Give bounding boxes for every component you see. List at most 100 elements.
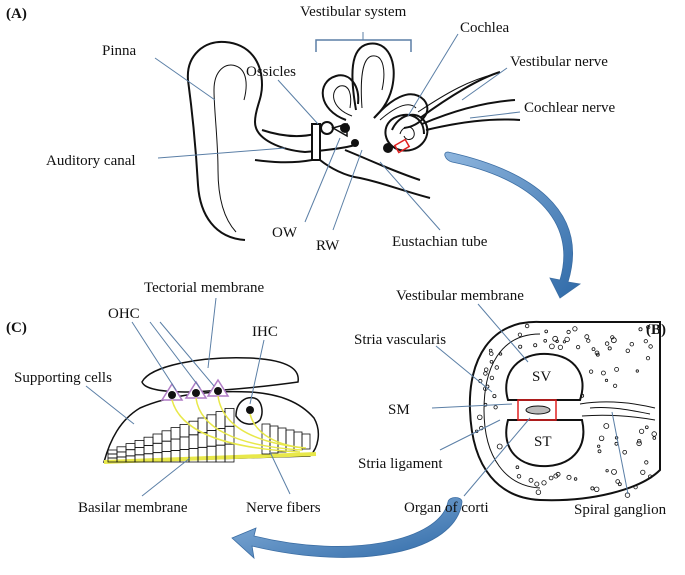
bone-dot	[610, 335, 615, 340]
bone-dot	[614, 441, 619, 446]
bone-dot	[580, 393, 585, 398]
label-eustachian-tube: Eustachian tube	[392, 234, 488, 250]
bone-dot	[489, 359, 494, 364]
bone-dot	[494, 365, 499, 370]
bone-dot	[517, 332, 523, 337]
auditory-canal-shape	[254, 159, 313, 164]
highlight-box-a	[393, 138, 411, 154]
bone-texture	[475, 323, 657, 498]
bone-dot	[562, 340, 567, 344]
organ-of-corti-shape	[525, 405, 551, 415]
bone-dot	[645, 356, 651, 361]
bone-dot	[597, 449, 602, 454]
bone-dot	[586, 338, 591, 343]
bone-dot	[584, 334, 590, 340]
bone-dot	[648, 344, 653, 349]
bone-dot	[604, 341, 610, 346]
eardrum	[311, 123, 321, 161]
bone-dot	[564, 336, 570, 343]
bone-dot	[617, 482, 622, 487]
bone-dot	[489, 351, 494, 356]
bone-dot	[591, 347, 596, 352]
supporting-cell	[301, 433, 311, 450]
cochlear-duct-outline	[468, 320, 661, 502]
label-sv: SV	[532, 369, 551, 385]
bone-dot	[543, 338, 547, 343]
bone-dot	[615, 479, 620, 484]
bone-dot	[644, 460, 649, 465]
bone-dot	[643, 339, 648, 344]
label-ow: OW	[272, 225, 298, 241]
label-cochlear-nerve: Cochlear nerve	[524, 100, 616, 116]
label-vestibular-nerve: Vestibular nerve	[510, 54, 608, 70]
bone-dot	[598, 435, 605, 441]
bone-dot	[652, 436, 657, 440]
bone-dot	[607, 346, 612, 351]
bone-dot	[553, 473, 559, 479]
semicircular-canals	[321, 42, 429, 129]
bone-dot	[635, 369, 639, 373]
scala-vestibuli	[505, 352, 584, 401]
bone-dot	[629, 342, 634, 347]
bone-dot	[533, 343, 538, 348]
supporting-cell	[224, 443, 235, 463]
label-nerve-fibers: Nerve fibers	[246, 500, 321, 516]
label-spiral-ganglion: Spiral ganglion	[574, 502, 667, 518]
bone-dot	[595, 352, 600, 357]
bone-dot	[492, 394, 497, 399]
label-cochlea: Cochlea	[460, 20, 509, 36]
label-stria-vascularis: Stria vascularis	[354, 332, 446, 348]
bone-dot	[636, 440, 642, 447]
bone-dot	[644, 425, 649, 430]
ossicles-shape	[320, 121, 359, 147]
label-auditory-canal: Auditory canal	[46, 153, 136, 169]
bone-dot	[572, 326, 578, 332]
bone-dot	[524, 323, 530, 329]
bone-dot	[651, 431, 657, 437]
nerve-fibers-shape	[171, 395, 307, 453]
label-supporting-cells: Supporting cells	[14, 370, 112, 386]
bone-dot	[640, 469, 646, 475]
bone-dot	[603, 423, 610, 429]
cochlea-shape	[383, 113, 429, 153]
bone-dot	[477, 414, 483, 420]
bone-dot	[604, 378, 609, 382]
bone-dot	[483, 402, 488, 407]
bone-dot	[535, 489, 542, 495]
panel-label-b: (B)	[646, 322, 666, 338]
label-pinna: Pinna	[102, 43, 137, 59]
bone-dot	[646, 325, 651, 330]
basilar-membrane-shape	[103, 452, 317, 464]
bone-dot	[493, 405, 498, 410]
arrow-a-to-b	[444, 151, 582, 299]
bone-dot	[597, 444, 601, 448]
bone-dot	[528, 477, 534, 483]
bone-dot	[489, 375, 495, 381]
label-rw: RW	[316, 238, 340, 254]
inner-hair-cell	[235, 396, 263, 425]
bone-dot	[594, 350, 600, 356]
panel-label-c: (C)	[6, 320, 27, 336]
bone-dot	[594, 486, 600, 492]
label-ossicles: Ossicles	[246, 64, 296, 80]
bone-dot	[612, 383, 618, 388]
bone-dot	[590, 486, 595, 491]
bone-dot	[611, 468, 617, 475]
bone-dot	[484, 367, 489, 372]
outer-hair-cells	[160, 378, 230, 401]
bone-dot	[573, 477, 578, 481]
label-vestibular-membrane: Vestibular membrane	[396, 288, 524, 304]
label-sm: SM	[388, 402, 410, 418]
bone-dot	[566, 329, 571, 335]
bone-dot	[588, 369, 594, 374]
panel-b-cross-section	[431, 303, 661, 502]
pinna-shape	[186, 40, 356, 241]
label-organ-of-corti: Organ of corti	[404, 500, 489, 516]
bone-dot	[610, 337, 617, 344]
label-st: ST	[534, 434, 552, 450]
label-tectorial-membrane: Tectorial membrane	[144, 280, 264, 296]
label-ohc: OHC	[108, 306, 140, 322]
bone-dot	[575, 344, 581, 350]
